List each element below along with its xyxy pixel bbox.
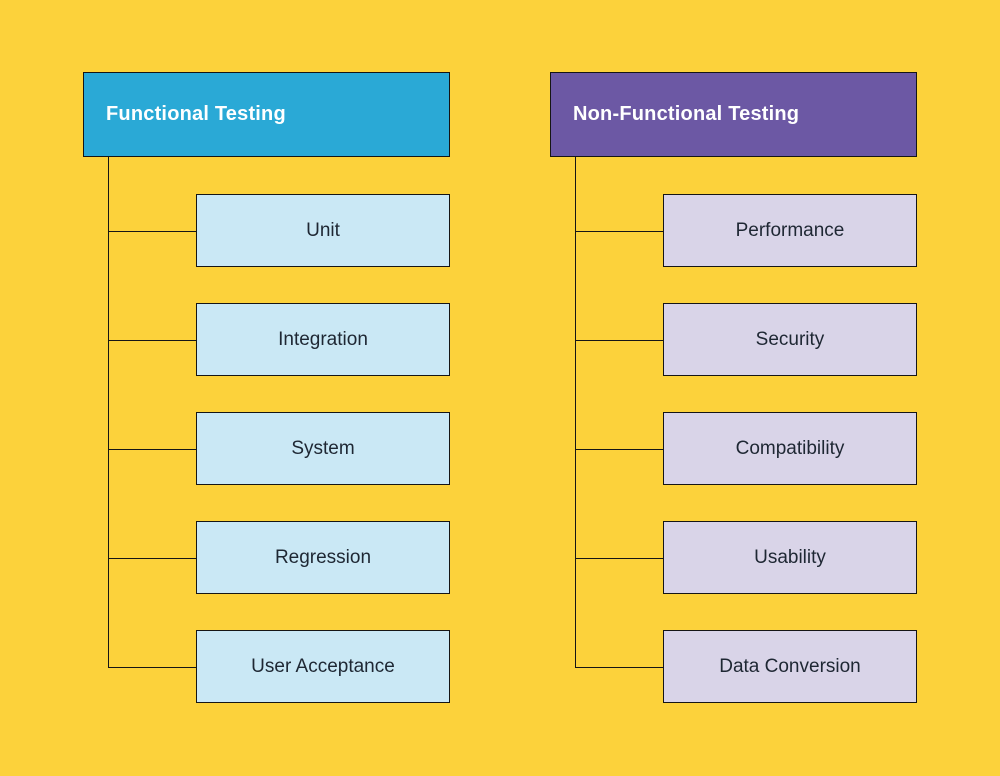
node-label: Usability [754, 546, 826, 568]
node-compatibility[interactable]: Compatibility [574, 412, 917, 485]
node-label: System [291, 437, 355, 459]
node-title: Non-Functional Testing [573, 103, 800, 125]
node-label: Unit [306, 219, 340, 241]
node-performance[interactable]: Performance [574, 194, 917, 267]
node-integration[interactable]: Integration [107, 303, 450, 376]
node-functional-testing-header[interactable]: Functional Testing [83, 72, 450, 157]
node-regression[interactable]: Regression [107, 521, 450, 594]
node-title: Functional Testing [106, 103, 286, 125]
node-non-functional-testing-header[interactable]: Non-Functional Testing [550, 72, 917, 157]
node-label: Compatibility [735, 437, 845, 459]
node-data-conversion[interactable]: Data Conversion [574, 630, 917, 703]
connector-trunk-line [108, 157, 109, 667]
node-system[interactable]: System [107, 412, 450, 485]
node-security[interactable]: Security [574, 303, 917, 376]
connector-trunk-line [575, 157, 576, 667]
node-label: Security [755, 328, 825, 350]
node-label: Integration [278, 328, 368, 350]
node-usability[interactable]: Usability [574, 521, 917, 594]
node-user-acceptance[interactable]: User Acceptance [107, 630, 450, 703]
node-label: Regression [274, 546, 372, 568]
tree-functional-testing: Functional Testing Unit Integration Syst… [83, 72, 450, 712]
tree-non-functional-testing: Non-Functional Testing Performance Secur… [550, 72, 917, 712]
node-label: Data Conversion [719, 655, 861, 677]
node-label: Performance [735, 219, 845, 241]
node-unit[interactable]: Unit [107, 194, 450, 267]
node-label: User Acceptance [251, 655, 395, 677]
